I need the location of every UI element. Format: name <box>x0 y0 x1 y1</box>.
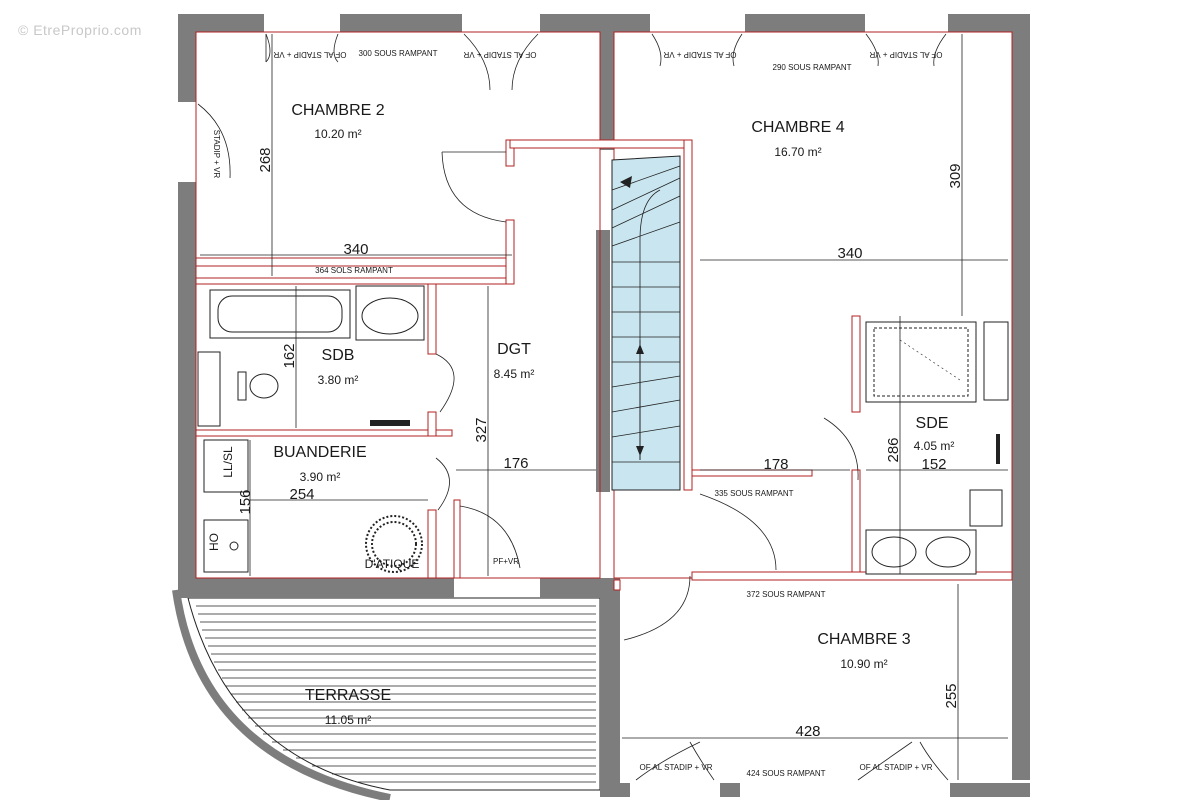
label-window-c4-right: OF AL STADIP + VR <box>869 50 942 59</box>
staircase <box>611 155 681 491</box>
dim-c4-bottom: 178 <box>763 456 788 473</box>
fixtures <box>197 285 1009 575</box>
label-ho: HO <box>207 533 221 551</box>
dim-buanderie-height: 156 <box>237 489 254 514</box>
room-area-dgt: 8.45 m² <box>494 367 535 381</box>
label-pf-vr: PF+VR <box>493 557 519 566</box>
label-sous-rampant-424: 424 SOUS RAMPANT <box>747 769 826 778</box>
label-window-c4-left: OF AL STADIP + VR <box>663 50 736 59</box>
dim-sdb-height: 162 <box>281 343 298 368</box>
dim-c2-width: 340 <box>343 241 368 258</box>
label-window-c2-top: OF AL STADIP + VR <box>273 50 346 59</box>
label-sous-rampant-335: 335 SOUS RAMPANT <box>715 489 794 498</box>
dim-c4-width: 340 <box>837 245 862 262</box>
room-area-chambre-3: 10.90 m² <box>840 657 887 671</box>
label-sous-rampant-364: 364 SOLS RAMPANT <box>315 266 393 275</box>
room-name-dgt: DGT <box>497 341 531 358</box>
room-area-buanderie: 3.90 m² <box>300 470 341 484</box>
dim-sde-width: 152 <box>921 456 946 473</box>
label-ll-sl: LL/SL <box>221 446 235 478</box>
room-name-chambre-4: CHAMBRE 4 <box>751 119 844 136</box>
door-arcs <box>435 151 859 641</box>
dim-dgt-width: 176 <box>503 455 528 472</box>
dimension-lines <box>200 34 1008 780</box>
room-name-chambre-2: CHAMBRE 2 <box>291 102 384 119</box>
room-name-buanderie: BUANDERIE <box>273 444 366 461</box>
dim-sde-height: 286 <box>885 437 902 462</box>
dim-c2-height: 268 <box>257 147 274 172</box>
room-name-terrasse: TERRASSE <box>305 687 391 704</box>
room-area-chambre-4: 16.70 m² <box>774 145 821 159</box>
dim-dgt-height: 327 <box>473 417 490 442</box>
label-chaudiere: D'ATIQUE <box>365 557 420 571</box>
room-area-sde: 4.05 m² <box>914 439 955 453</box>
room-name-chambre-3: CHAMBRE 3 <box>817 631 910 648</box>
room-name-sdb: SDB <box>322 347 355 364</box>
label-sous-rampant-300: 300 SOUS RAMPANT <box>359 49 438 58</box>
label-window-top-mid: OF AL STADIP + VR <box>463 50 536 59</box>
watermark: © EtreProprio.com <box>18 22 142 38</box>
label-window-c3-left: OF AL STADIP + VR <box>640 763 713 772</box>
terrace-area <box>172 589 601 800</box>
label-sous-rampant-290: 290 SOUS RAMPANT <box>773 63 852 72</box>
room-area-sdb: 3.80 m² <box>318 373 359 387</box>
room-area-terrasse: 11.05 m² <box>325 713 371 727</box>
label-window-c3-right: OF AL STADIP + VR <box>860 763 933 772</box>
dim-c4-height: 309 <box>947 163 964 188</box>
room-area-chambre-2: 10.20 m² <box>314 127 361 141</box>
outer-walls <box>178 14 1030 797</box>
dim-c3-height: 255 <box>943 683 960 708</box>
windows <box>197 33 949 781</box>
dim-c3-width: 428 <box>795 723 820 740</box>
dim-buanderie-width: 254 <box>289 486 314 503</box>
label-window-side: STADIP + VR <box>212 130 221 179</box>
room-name-sde: SDE <box>916 415 949 432</box>
partitions <box>195 139 1013 591</box>
label-sous-rampant-372: 372 SOUS RAMPANT <box>747 590 826 599</box>
